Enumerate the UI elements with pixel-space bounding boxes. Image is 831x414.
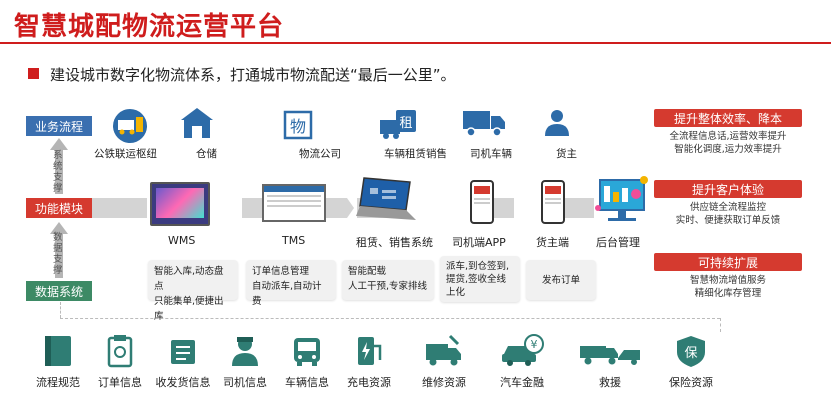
rental-glyph: 租: [399, 116, 412, 131]
right-box-extension-text: 智慧物流增值服务 精细化库存管理: [654, 274, 802, 300]
page-subtitle: 建设城市数字化物流体系，打通城市物流配送“最后一公里”。: [50, 66, 456, 84]
page-title: 智慧城配物流运营平台: [14, 12, 285, 42]
desc-line: 提货,签收全线: [446, 274, 507, 285]
shipping-info-icon: [171, 340, 195, 364]
shipper-icon: [542, 108, 572, 142]
top-icon-label-warehouse: 仓储: [196, 148, 217, 160]
rescue-icon: [580, 346, 640, 365]
data-label-auto-finance: 汽车金融: [500, 376, 544, 389]
desc-line: 上化: [446, 287, 466, 298]
bullet-marker: [28, 68, 39, 79]
insurance-glyph: 保: [684, 346, 697, 361]
shipper-phone-image: [541, 180, 565, 224]
top-icon-label-rental: 车辆租赁销售: [384, 148, 447, 160]
vehicle-info-icon: [294, 338, 320, 366]
top-icon-label-hub: 公铁联运枢纽: [94, 148, 157, 160]
data-label-vehicle-info: 车辆信息: [285, 376, 329, 389]
rb-line: 实时、便捷获取订单反馈: [675, 215, 781, 226]
data-label-order-info: 订单信息: [98, 376, 142, 389]
driver-phone-image: [470, 180, 494, 224]
right-box-experience-head: 提升客户体验: [654, 180, 802, 198]
data-label-insurance: 保险资源: [669, 376, 713, 389]
truck-icon: [462, 108, 506, 142]
right-box-extension-head: 可持续扩展: [654, 253, 802, 271]
rb-line: 供应链全流程监控: [689, 202, 766, 213]
rb-line: 全流程信息话,运营效率提升: [669, 131, 787, 142]
system-support-text: 系统支撑: [53, 150, 63, 194]
top-icon-label-logistics: 物流公司: [299, 148, 341, 160]
desc-card-wms: 智能入库,动态盘点 只能集单,便捷出库: [148, 260, 238, 322]
data-label-process-spec: 流程规范: [36, 376, 80, 389]
data-connector-h: [60, 318, 720, 319]
desc-line: 发布订单: [541, 274, 580, 286]
support-arrows: [50, 138, 68, 278]
data-label-charging: 充电资源: [347, 376, 391, 389]
wms-screen-image: [150, 182, 210, 226]
top-icon-label-shipper: 货主: [556, 148, 577, 160]
warehouse-icon: [180, 106, 214, 144]
auto-finance-icon: ¥: [502, 334, 544, 366]
desc-card-rental: 智能配载 人工干预,专家排线: [342, 260, 434, 300]
data-system-label: 数据系统: [26, 281, 92, 301]
logistics-glyph: 物: [290, 117, 306, 136]
right-box-efficiency-head: 提升整体效率、降本: [654, 109, 802, 127]
top-icon-label-truck: 司机车辆: [470, 148, 512, 160]
tms-screen-image: [262, 184, 326, 222]
module-label-driver-app: 司机端APP: [452, 236, 506, 249]
insurance-icon: 保: [677, 336, 705, 367]
desc-line: 自动派车,自动计费: [252, 281, 322, 307]
hub-icon: [110, 108, 150, 148]
business-process-label: 业务流程: [26, 116, 92, 136]
desc-line: 订单信息管理: [252, 266, 310, 277]
rb-line: 精细化库存管理: [694, 288, 762, 299]
repair-icon: [426, 334, 461, 366]
desc-card-tms: 订单信息管理 自动派车,自动计费: [246, 260, 336, 307]
charging-icon: [358, 337, 382, 365]
title-divider: [0, 42, 831, 44]
desc-line: 派车,到仓签到,: [446, 261, 510, 272]
module-label-tms: TMS: [282, 234, 306, 247]
desc-line: 只能集单,便捷出库: [154, 296, 224, 322]
data-support-text-bound: 数据支撑: [53, 232, 63, 276]
desc-line: 智能入库,动态盘点: [154, 266, 224, 292]
desc-card-shipper: 发布订单: [526, 260, 596, 300]
right-box-experience-text: 供应链全流程监控 实时、便捷获取订单反馈: [654, 201, 802, 227]
finance-glyph: ¥: [531, 338, 538, 351]
module-label-rental: 租赁、销售系统: [356, 236, 433, 249]
data-label-driver-info: 司机信息: [223, 376, 267, 389]
data-label-rescue: 救援: [599, 376, 621, 389]
data-connector-end: [720, 318, 721, 332]
order-info-icon: [107, 335, 133, 368]
driver-info-icon: [232, 337, 258, 366]
desc-line: 智能配载: [348, 266, 387, 277]
function-module-label: 功能模块: [26, 198, 92, 218]
logistics-company-icon: 物: [283, 108, 317, 144]
process-spec-icon: [45, 336, 71, 366]
backend-dashboard-image: [594, 174, 650, 228]
rb-line: 智慧物流增值服务: [689, 275, 766, 286]
data-connector-v: [60, 302, 61, 318]
data-label-shipping-info: 收发货信息: [155, 376, 211, 389]
vehicle-rental-icon: 租: [378, 108, 418, 144]
module-label-backend: 后台管理: [596, 236, 640, 249]
rb-line: 智能化调度,运力效率提升: [674, 144, 782, 155]
right-box-efficiency-text: 全流程信息话,运营效率提升 智能化调度,运力效率提升: [654, 130, 802, 156]
desc-card-driver: 派车,到仓签到, 提货,签收全线 上化: [440, 256, 520, 302]
data-label-repair: 维修资源: [422, 376, 466, 389]
module-label-shipper: 货主端: [536, 236, 569, 249]
desc-line: 人工干预,专家排线: [348, 281, 428, 292]
module-label-wms: WMS: [168, 234, 196, 247]
laptop-image: [356, 176, 418, 222]
